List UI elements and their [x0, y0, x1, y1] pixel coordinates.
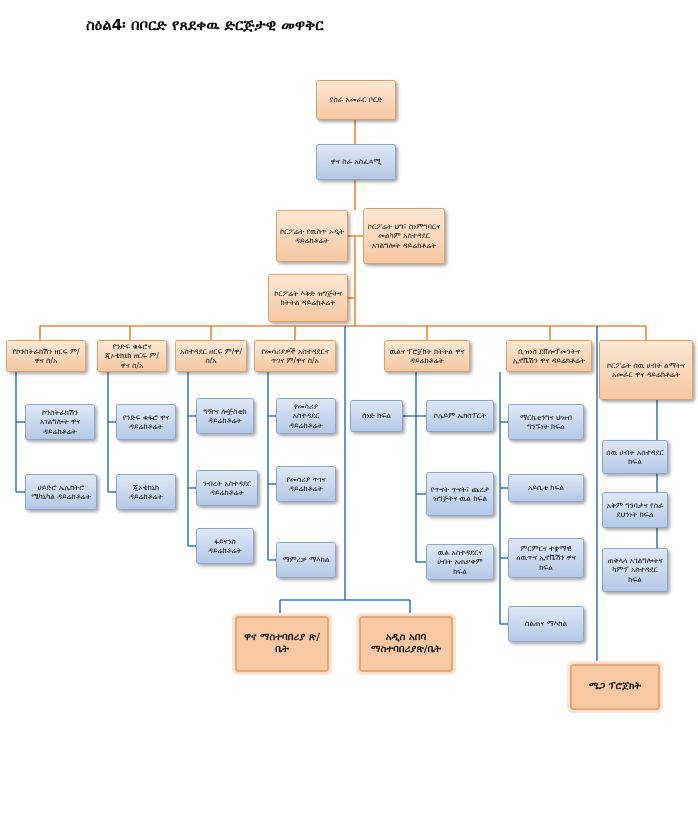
division-head-business: ቢዝነስ ደቨሎፕመንትና ኢኖቬሽን ዋና ዳይሬክቶሬት: [506, 340, 592, 372]
division-head-equipment: የመሳሪያዎች አስተዳደርና ጥገና ም/ዋና ስ/አ: [254, 340, 336, 372]
unit-construction-service: ኮንስትራክሽን አገልግሎት ዋና ዳይሬክቶሬት: [25, 404, 95, 440]
addis-ababa-coordination-office: አዲስ አበባ ማስተባበሪያጽ/ቤት: [358, 615, 454, 673]
unit-finance: ፋይናንስ ዳይሬክቶሬት: [196, 528, 254, 564]
unit-documentation: ሰነድ ክፍል: [350, 400, 403, 432]
unit-hr-admin: ሰዉ ሀብት አስተዳደር ክፍል: [602, 440, 668, 474]
division-head-hr: ኮርፖሬት ሰዉ ሀብት ልማትና አመራር ዋና ዳይሬክቶሬት: [599, 340, 693, 400]
unit-procurement: ግዥና ሎጅስቲክ ዳይሬክቶሬት: [196, 398, 254, 434]
unit-equipment-admin: የመሳሪያ አስተዳደር ዳይሬክቶሬት: [276, 398, 336, 434]
unit-production-center: ማምረቻ ማእከል: [276, 542, 336, 578]
main-coordination-office: ዋና ማስተባበሪያ ጽ/ቤት: [234, 615, 330, 673]
unit-research: ምርምርና ተቋማዊ ለዉጥና ኢኖቬሽን ዋና ክፍል: [508, 538, 584, 578]
unit-hydro-electro: ሀይድሮ ኤሌክትሮ ሜካኒካል ዳይሬክቶሬት: [25, 474, 97, 510]
board-box: የስራ አመራር ቦርድ: [316, 80, 396, 120]
division-head-design: የንድፍ ቁፋሮና ጂኦቴክኒክ ዘርፍ ም/ዋና ስ/አ: [97, 340, 167, 372]
unit-general-service: ጠቅላላ አገልግሎትና ካምፕ አስተዳደር ክፍል: [602, 548, 668, 592]
internal-audit-box: ኮርፖሬት የዉስጥ ኦዲት ዳይሬክቶሬት: [276, 210, 348, 262]
unit-contract-admin: ዉል አስተዳደርና ሀብት አጠቃቀም ክፍል: [426, 544, 494, 580]
division-head-contract: ዉልና ፕሮጀክት ክትትል ዋና ዳይሬክቶሬት: [384, 340, 470, 372]
division-head-construction: የኮንስትራክሽን ዘርፍ ም/ዋና ስ/አ: [6, 340, 86, 372]
unit-geotechnic: ጂኦቴክኒክ ዳይሬክቶሬት: [116, 474, 176, 510]
planning-box: ኮርፖሬት እቅድ ዝግጅትና ክትትል ዳይሬክቶሬት: [268, 274, 348, 322]
unit-claim-expert: ኮሌይም ኤክስፐርት: [426, 400, 494, 432]
unit-study-tender: የጥናት ጥናት፣ ጨረታ ዝግጅትና ዉል ክፍል: [426, 472, 494, 516]
ceo-box: ዋና ስራ አስፈጻሚ: [316, 144, 396, 180]
unit-capacity-safety: አቅም ግንባታና የስራ ደህንነት ክፍል: [602, 492, 668, 528]
unit-ict: አይሲቲ ክፍል: [508, 474, 584, 502]
division-head-admin: አስተዳደር ዘርፍ ም/ዋ/ስ/አ: [175, 340, 247, 372]
chart-title: ስዕል4፡ በቦርድ የጸደቀዉ ድርጅታዊ መዋቅር: [86, 16, 324, 34]
mega-project: ሜጋ ፕሮጀክት: [569, 663, 661, 711]
unit-property: ንብረት አስተዳደር ዳይሬክቶሬት: [196, 470, 258, 506]
ethics-box: ኮርፖሬት ህግ፣ ስነምግባርና መልካም አስተዳደር አገልግሎት ዳይሬ…: [363, 208, 445, 264]
unit-equipment-maintenance: የመሳሪያ ጥገና ዳይሬክቶሬት: [276, 466, 336, 502]
unit-design-drilling: የንድፍ ቁፋሮ ዋና ዳይሬክቶሬት: [116, 404, 176, 440]
unit-training-center: ስልጠና ማእከል: [508, 606, 584, 642]
unit-marketing: ማርኬቲንግና ህዝብ ግንኙነት ክፍል: [508, 404, 584, 440]
